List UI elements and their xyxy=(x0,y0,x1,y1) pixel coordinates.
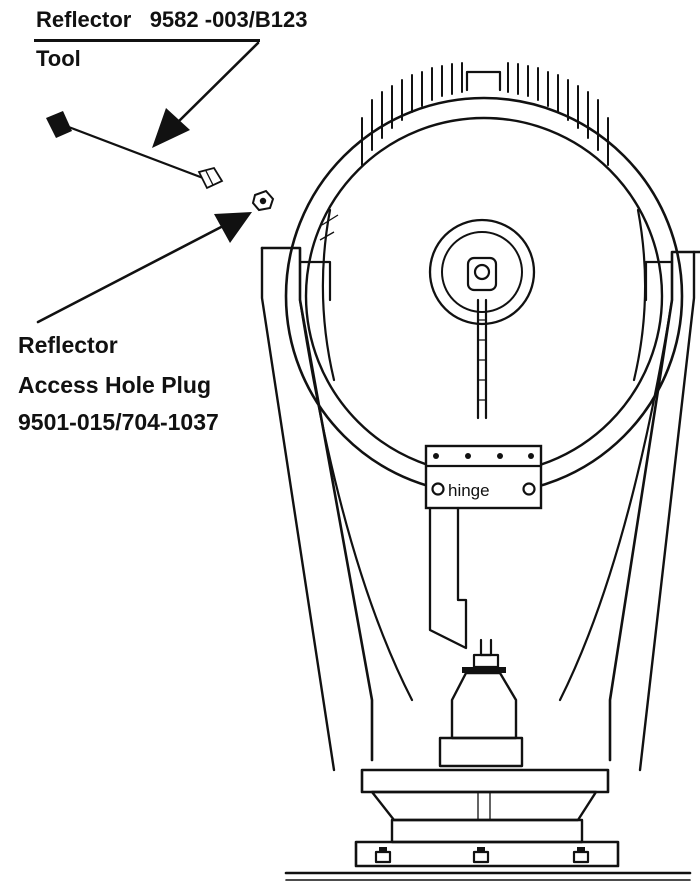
tool-label-underline xyxy=(34,39,260,42)
reflector-tool xyxy=(46,111,224,190)
tool-label-subtitle: Tool xyxy=(36,46,81,71)
plug-label-line2: Access Hole Plug xyxy=(18,372,212,398)
plug-leader-arrow xyxy=(36,212,252,324)
access-hole-plug xyxy=(251,189,275,212)
cooling-fins xyxy=(361,62,609,166)
pedestal xyxy=(284,638,692,881)
hinge-text: hinge xyxy=(448,481,490,500)
hinge-block: hinge xyxy=(424,444,543,510)
tool-leader-arrow xyxy=(152,41,260,148)
plug-label-line1: Reflector xyxy=(18,332,118,358)
plug-label-line3: 9501-015/704-1037 xyxy=(18,409,219,435)
lamp-housing xyxy=(284,96,684,496)
yoke-arms xyxy=(260,246,700,772)
tool-label-title: Reflector 9582 -003/B123 xyxy=(36,7,308,32)
reflector-center xyxy=(428,218,536,420)
center-bracket xyxy=(428,506,468,650)
